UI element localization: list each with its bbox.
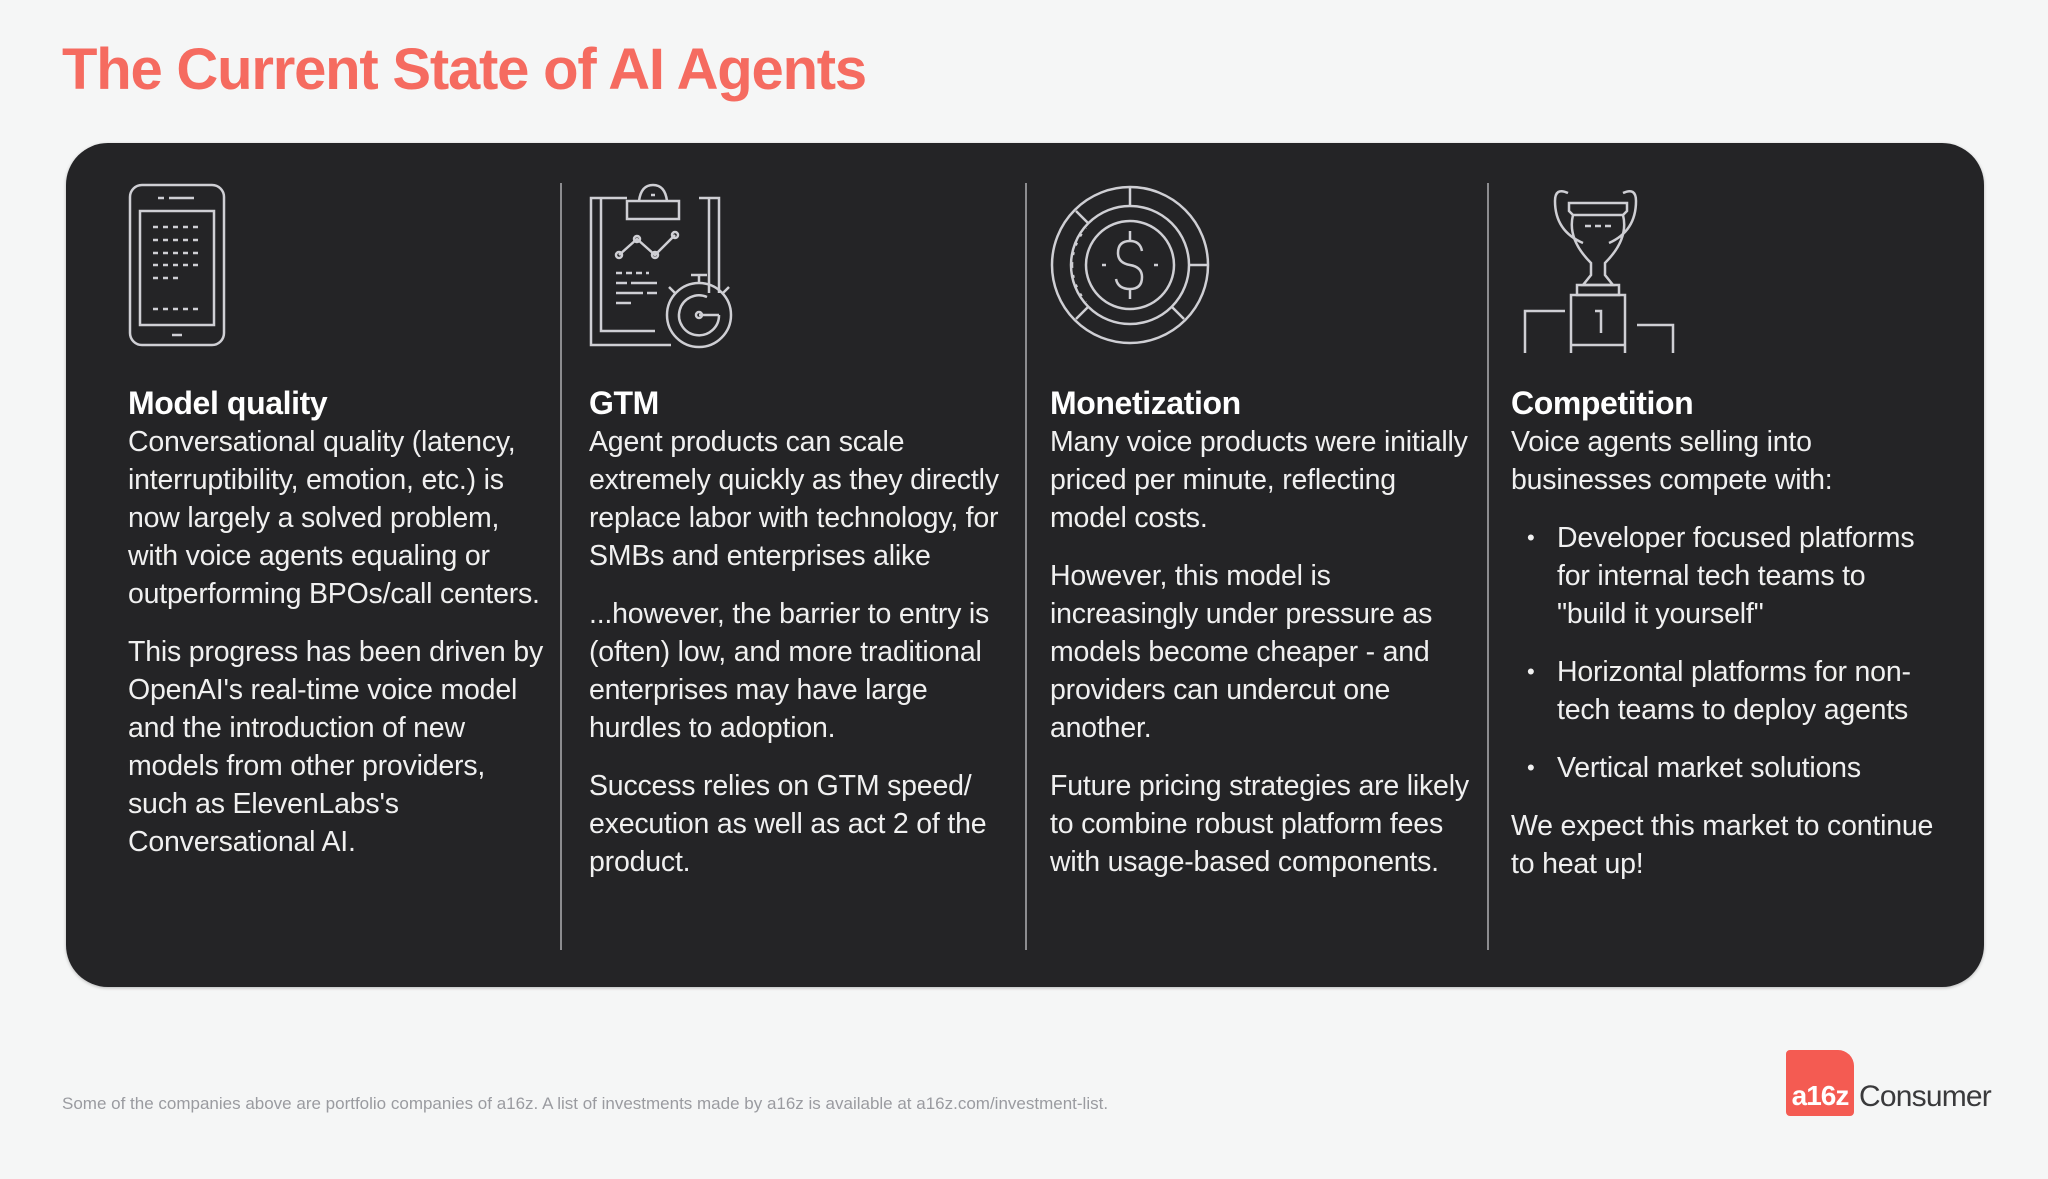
column-paragraph: Voice agents selling into businesses com… (1511, 426, 1833, 496)
column-paragraph: ...however, the barrier to entry is (oft… (589, 598, 990, 744)
bullet-icon: • (1527, 659, 1535, 684)
column-heading: Monetization (1050, 385, 1241, 421)
column-paragraph: Agent products can scale extremely quick… (589, 426, 999, 572)
column-heading: Competition (1511, 385, 1694, 421)
column-divider (560, 183, 562, 950)
logo-mark: a16z (1786, 1050, 1854, 1116)
column-paragraph: Many voice products were initially price… (1050, 426, 1468, 534)
column-model-quality: Model quality Conversational quality (la… (128, 183, 548, 881)
column-heading: GTM (589, 385, 659, 421)
list-item: •Developer focused platforms for interna… (1511, 519, 1941, 633)
column-divider (1025, 183, 1027, 950)
content-panel: Model quality Conversational quality (la… (66, 143, 1984, 987)
a16z-consumer-logo: a16z Consumer (1786, 1050, 1992, 1116)
clipboard-stopwatch-icon (589, 183, 733, 349)
column-paragraph: Future pricing strategies are likely to … (1050, 770, 1469, 878)
disclaimer-footnote: Some of the companies above are portfoli… (62, 1094, 1109, 1113)
list-item: •Horizontal platforms for non-tech teams… (1511, 653, 1941, 729)
column-paragraph: We expect this market to continue to hea… (1511, 810, 1934, 880)
logo-text: Consumer (1859, 1080, 1992, 1113)
column-heading: Model quality (128, 385, 328, 421)
page-title: The Current State of AI Agents (62, 37, 867, 102)
column-paragraph: This progress has been driven by OpenAI'… (128, 636, 543, 858)
bullet-icon: • (1527, 755, 1535, 780)
competitor-list: •Developer focused platforms for interna… (1511, 519, 1941, 787)
smartphone-icon (128, 183, 226, 347)
trophy-podium-icon (1523, 190, 1675, 353)
dollar-dial-icon (1050, 185, 1210, 345)
column-divider (1487, 183, 1489, 950)
bullet-icon: • (1527, 525, 1535, 550)
column-paragraph: However, this model is increasingly unde… (1050, 560, 1433, 744)
column-paragraph: Success relies on GTM speed/ execution a… (589, 770, 987, 878)
column-competition: Competition Voice agents selling into bu… (1511, 183, 1941, 903)
column-paragraph: Conversational quality (latency, interru… (128, 426, 540, 610)
column-gtm: GTM Agent products can scale extremely q… (589, 183, 1009, 901)
column-monetization: Monetization Many voice products were in… (1050, 183, 1470, 901)
list-item: •Vertical market solutions (1511, 749, 1941, 787)
